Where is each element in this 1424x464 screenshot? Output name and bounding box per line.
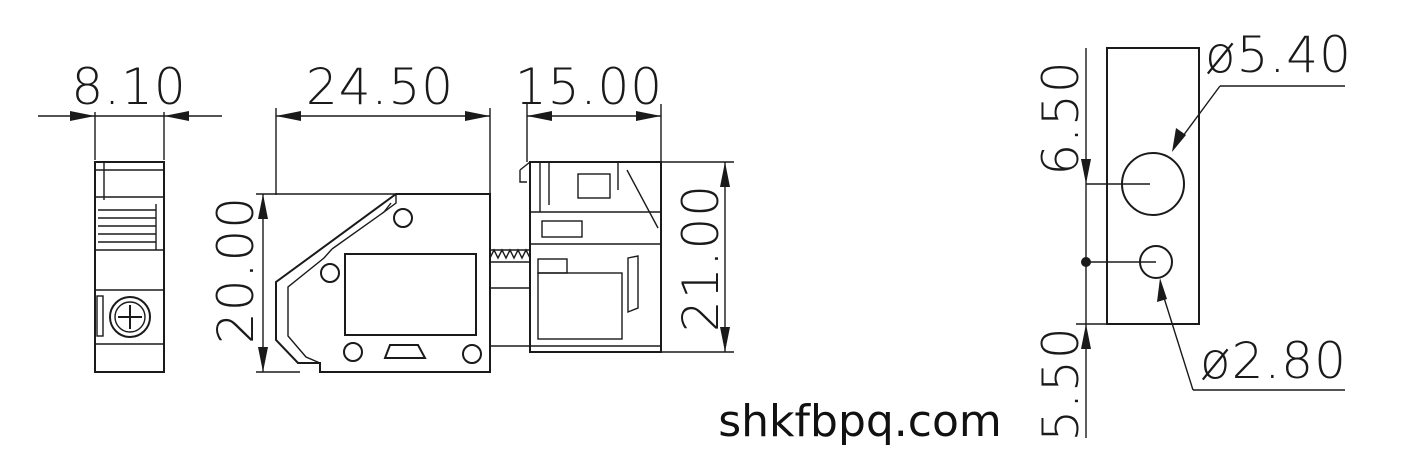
- thread-teeth: [489, 248, 531, 260]
- screw-icon: [109, 296, 151, 338]
- rear-view: 15.00 21.00: [515, 58, 734, 353]
- latch-slot: [383, 344, 427, 359]
- watermark: shkfbpq.com: [718, 396, 1002, 447]
- small-hole-label: ø2.80: [1200, 332, 1347, 390]
- small-hole: [1139, 245, 1173, 279]
- label-window: [344, 253, 477, 336]
- side-view: 8.10: [38, 58, 222, 373]
- mounting-detail: 6.50 5.50 ø5.40 ø2.80: [1032, 26, 1352, 442]
- rear-width-label: 15.00: [515, 58, 663, 116]
- large-hole: [1121, 152, 1185, 216]
- body-height-label: 20.00: [207, 196, 265, 344]
- front-view: 24.50 20.00: [207, 58, 531, 373]
- rear-height-label: 21.00: [672, 184, 730, 332]
- lower-offset-label: 5.50: [1032, 326, 1090, 441]
- side-body-outline: [94, 161, 165, 373]
- mounting-plate: [1106, 47, 1200, 325]
- large-hole-label: ø5.40: [1205, 26, 1352, 84]
- datum-point: [1081, 257, 1091, 267]
- side-width-label: 8.10: [71, 58, 186, 116]
- upper-offset-label: 6.50: [1032, 60, 1090, 175]
- body-width-label: 24.50: [306, 58, 454, 116]
- body-outline: [275, 193, 491, 373]
